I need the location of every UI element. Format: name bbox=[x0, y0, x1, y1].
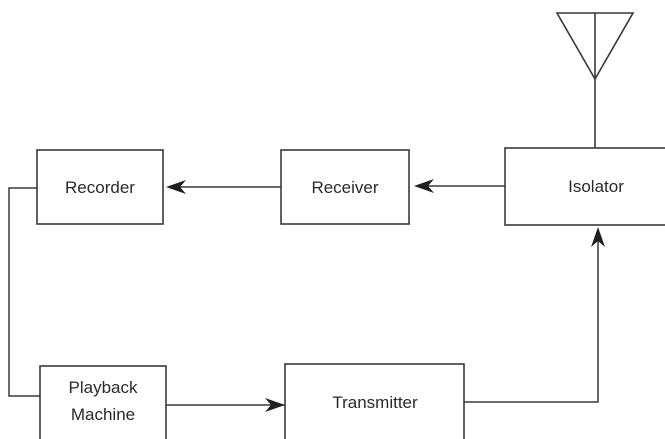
transmitter-to-isolator-line bbox=[464, 232, 599, 403]
transmitter-block: Transmitter bbox=[284, 363, 465, 439]
recorder-label: Recorder bbox=[65, 178, 135, 197]
arrow-into-transmitter-icon bbox=[265, 398, 285, 412]
playback-label-line2: Machine bbox=[71, 405, 135, 424]
receiver-label: Receiver bbox=[311, 178, 378, 197]
arrow-into-isolator-icon bbox=[591, 227, 605, 247]
recorder-to-playback-line bbox=[8, 187, 40, 397]
playback-machine-block: Playback Machine bbox=[39, 365, 167, 439]
transmitter-label: Transmitter bbox=[332, 393, 418, 412]
recorder-block: Recorder bbox=[36, 149, 164, 225]
antenna-icon bbox=[555, 12, 635, 148]
arrow-into-receiver-icon bbox=[414, 179, 434, 193]
playback-label-line1: Playback bbox=[69, 378, 138, 397]
arrow-into-recorder-icon bbox=[166, 180, 186, 194]
receiver-block: Receiver bbox=[280, 149, 410, 225]
isolator-label: Isolator bbox=[568, 177, 624, 196]
isolator-block: Isolator bbox=[504, 147, 665, 226]
